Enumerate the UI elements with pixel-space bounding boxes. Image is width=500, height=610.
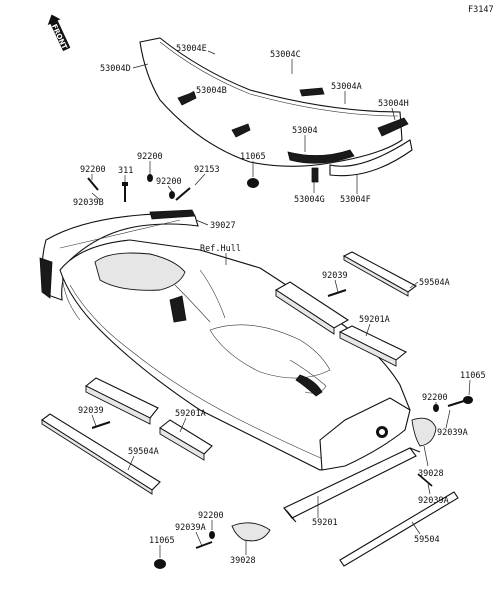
label-11065b: 11065 — [460, 371, 486, 381]
label-92039-b: 92039 — [78, 406, 104, 416]
bolt-92039Ab — [195, 541, 213, 549]
cap-11065b — [447, 396, 473, 407]
ref-hull-label: Ref.Hull — [200, 244, 241, 254]
label-39028b: 39028 — [230, 556, 256, 566]
rear-guard-39028a — [411, 417, 437, 447]
rear-grip-assembly — [39, 209, 199, 301]
lower-rail-leaders — [317, 483, 431, 535]
fastener-92200d — [433, 404, 439, 412]
front-arrow-icon: FRONT — [47, 14, 71, 52]
rear-guard-39028b — [231, 522, 271, 542]
label-92200d: 92200 — [422, 393, 448, 403]
seat-cover-assembly — [139, 37, 413, 183]
rub-rail-59504 — [339, 491, 459, 567]
label-39027: 39027 — [210, 221, 236, 231]
label-92039A-a: 92039A — [437, 428, 468, 438]
right-upper-mat-59504A — [342, 251, 418, 297]
front-label: FRONT — [50, 23, 69, 51]
bolt-92153 — [175, 187, 191, 201]
label-53004D: 53004D — [100, 64, 131, 74]
label-59201: 59201 — [312, 518, 338, 528]
cap-11065a — [247, 178, 259, 188]
label-53004E: 53004E — [176, 44, 207, 54]
label-92039A-c: 92039A — [418, 496, 449, 506]
label-59504A-a: 59504A — [419, 278, 450, 288]
left-mat-59201A — [84, 377, 213, 461]
label-311: 311 — [118, 166, 133, 176]
label-92200a: 92200 — [80, 165, 106, 175]
label-92200c: 92200 — [156, 177, 182, 187]
label-59504A-b: 59504A — [128, 447, 159, 457]
grip-leader-lines — [91, 161, 254, 226]
label-92039A-b: 92039A — [175, 523, 206, 533]
right-rear-leaders — [423, 379, 471, 467]
label-53004G: 53004G — [294, 195, 325, 205]
fastener-311 — [122, 182, 128, 202]
right-mat-59201A — [274, 281, 408, 367]
label-92200b: 92200 — [137, 152, 163, 162]
label-53004C: 53004C — [270, 50, 301, 60]
label-92200e: 92200 — [198, 511, 224, 521]
lower-left-leaders — [159, 520, 247, 558]
fastener-92200a — [87, 177, 99, 191]
label-92039-a: 92039 — [322, 271, 348, 281]
right-upper-leaders — [334, 279, 419, 337]
label-59201A-b: 59201A — [175, 409, 206, 419]
fastener-92200c — [169, 191, 175, 199]
bolt-92039a — [327, 289, 347, 297]
left-mat-59504A — [41, 413, 161, 495]
label-59504: 59504 — [414, 535, 440, 545]
bolt-92039b — [91, 421, 111, 429]
label-53004F: 53004F — [340, 195, 371, 205]
seat-leader-lines — [132, 50, 396, 194]
label-11065a: 11065 — [240, 152, 266, 162]
label-53004H: 53004H — [378, 99, 409, 109]
label-92153: 92153 — [194, 165, 220, 175]
hull — [59, 239, 411, 471]
label-59201A-a: 59201A — [359, 315, 390, 325]
cap-11065c — [154, 559, 166, 569]
label-53004B: 53004B — [196, 86, 227, 96]
label-39028a: 39028 — [418, 469, 444, 479]
label-53004: 53004 — [292, 126, 318, 136]
rub-rail-59201 — [283, 447, 421, 523]
label-53004A: 53004A — [331, 82, 362, 92]
fastener-92200b — [147, 174, 153, 182]
left-strip-leaders — [91, 414, 187, 471]
label-11065c: 11065 — [149, 536, 175, 546]
bolt-92039Ac — [417, 473, 433, 487]
fastener-92200e — [209, 531, 215, 539]
figure-code: F3147 — [468, 5, 494, 15]
label-92039B-a: 92039B — [73, 198, 104, 208]
